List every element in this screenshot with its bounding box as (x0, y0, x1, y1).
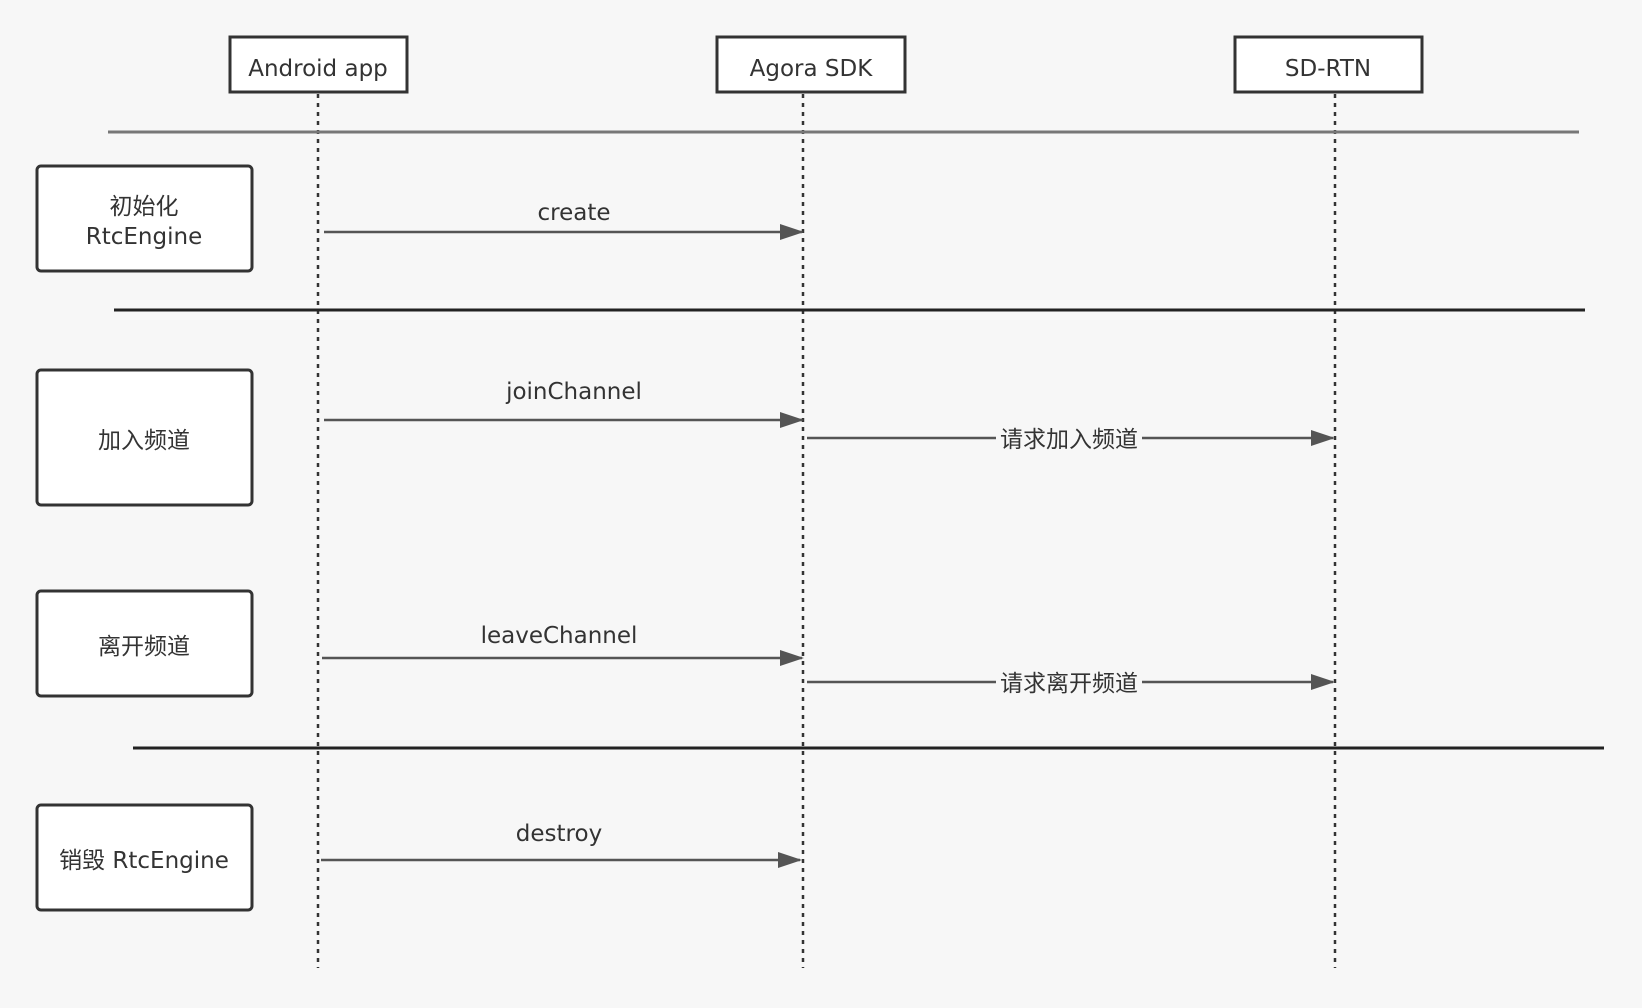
phase-destroy: 销毁 RtcEngine (35, 803, 254, 912)
label-leave-channel: leaveChannel (481, 623, 638, 649)
message-destroy: destroy (321, 821, 802, 868)
phase-label-join: 加入频道 (98, 428, 190, 454)
actor-label-agora-sdk: Agora SDK (750, 56, 874, 82)
phase-box-leave (35, 589, 254, 698)
actor-agora-sdk: Agora SDK (715, 35, 907, 94)
phase-init: 初始化 RtcEngine (35, 164, 254, 273)
phase-label-init-line-1: 初始化 (110, 194, 179, 220)
message-request-leave: 请求离开频道 (807, 668, 1335, 697)
label-request-join: 请求加入频道 (1000, 427, 1138, 453)
message-request-join: 请求加入频道 (807, 424, 1335, 453)
phase-box-init (35, 164, 254, 273)
actor-label-android: Android app (248, 56, 388, 82)
actor-android: Android app (228, 35, 409, 94)
phase-join: 加入频道 (35, 368, 254, 507)
label-destroy: destroy (516, 821, 602, 847)
message-create: create (324, 200, 804, 240)
actor-label-sd-rtn: SD-RTN (1285, 56, 1371, 82)
label-request-leave: 请求离开频道 (1000, 671, 1138, 697)
message-join-channel: joinChannel (324, 379, 804, 428)
phase-label-leave: 离开频道 (98, 634, 190, 660)
phase-label-init-line-2: RtcEngine (86, 224, 202, 250)
actor-box-android (228, 35, 409, 94)
actor-box-agora-sdk (715, 35, 907, 94)
label-bg-request-join (996, 424, 1142, 453)
label-join-channel: joinChannel (505, 379, 642, 405)
label-create: create (537, 200, 610, 226)
phase-box-join (35, 368, 254, 507)
phase-label-destroy: 销毁 RtcEngine (59, 848, 229, 874)
actor-box-sd-rtn (1233, 35, 1424, 94)
message-leave-channel: leaveChannel (322, 623, 804, 666)
actor-sd-rtn: SD-RTN (1233, 35, 1424, 94)
phase-leave: 离开频道 (35, 589, 254, 698)
phase-box-destroy (35, 803, 254, 912)
label-bg-request-leave (996, 668, 1142, 697)
